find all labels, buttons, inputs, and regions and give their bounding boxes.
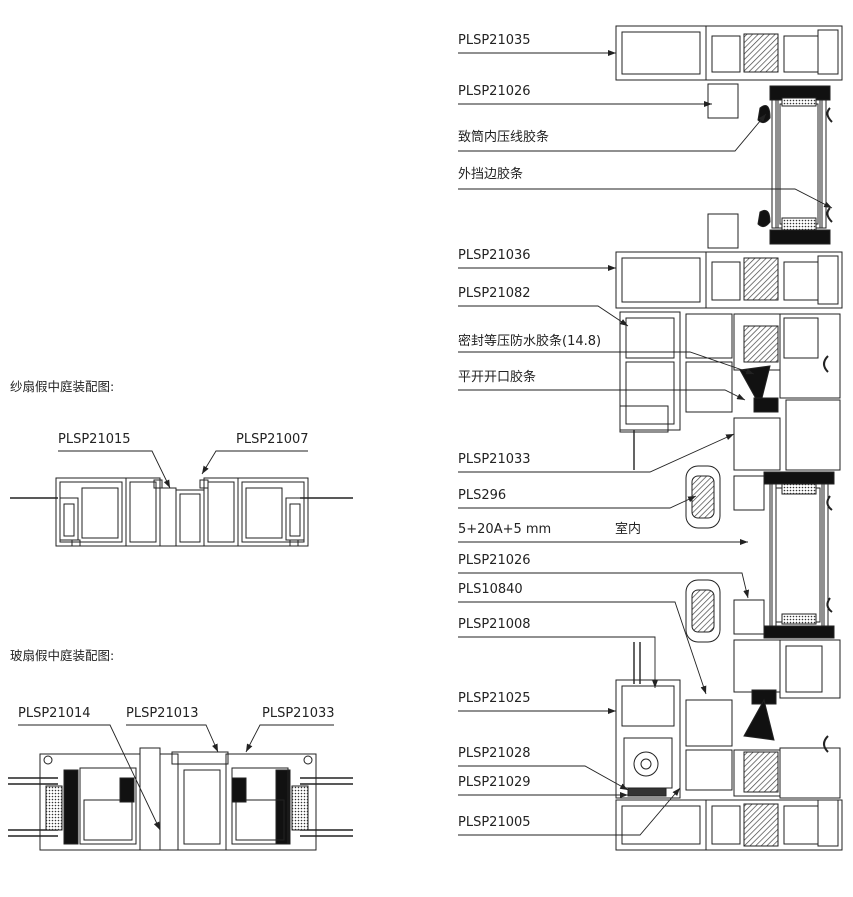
right-leader-lines: [458, 50, 833, 836]
screen-sash-section-title: 纱扇假中庭装配图:: [10, 379, 115, 394]
label-plsp21014: PLSP21014: [18, 706, 91, 721]
label-plsp21082: PLSP21082: [458, 286, 531, 301]
glass-sash-section: [8, 747, 353, 851]
label-plsp21033-left: PLSP21033: [262, 706, 335, 721]
label-plsp21029: PLSP21029: [458, 775, 531, 790]
label-glass-spec: 5+20A+5 mm: [458, 522, 552, 537]
label-plsp21005: PLSP21005: [458, 815, 531, 830]
screen-sash-section: [10, 477, 353, 547]
label-indoor: 室内: [615, 522, 642, 537]
glass-sash-section-title: 玻扇假中庭装配图:: [10, 648, 115, 663]
label-pls296: PLS296: [458, 488, 507, 503]
label-plsp21015: PLSP21015: [58, 432, 131, 447]
label-plsp21025: PLSP21025: [458, 691, 531, 706]
label-plsp21026-top: PLSP21026: [458, 84, 531, 99]
label-plsp21013: PLSP21013: [126, 706, 199, 721]
label-pressure-equalized-seal: 密封等压防水胶条(14.8): [458, 334, 602, 349]
label-plsp21036: PLSP21036: [458, 248, 531, 263]
label-plsp21007: PLSP21007: [236, 432, 309, 447]
vertical-section: [615, 25, 843, 851]
label-outer-stop-gasket: 外挡边胶条: [458, 167, 524, 182]
left-leader-lines: [18, 450, 334, 831]
label-inner-glazing-bead-gasket: 致筒内压线胶条: [458, 130, 550, 145]
label-plsp21033-right: PLSP21033: [458, 452, 531, 467]
label-pls10840: PLS10840: [458, 582, 523, 597]
label-casement-opening-gasket: 平开开口胶条: [458, 370, 537, 385]
label-plsp21035: PLSP21035: [458, 33, 531, 48]
label-plsp21026-bottom: PLSP21026: [458, 553, 531, 568]
label-plsp21028: PLSP21028: [458, 746, 531, 761]
label-plsp21008: PLSP21008: [458, 617, 531, 632]
